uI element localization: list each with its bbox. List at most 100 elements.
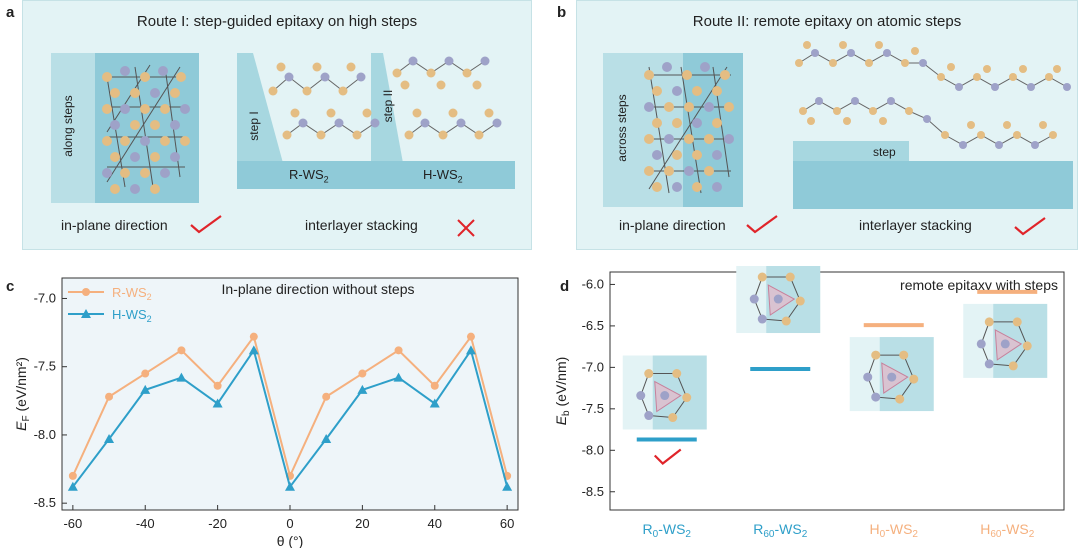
inset-atom	[1022, 341, 1032, 351]
x-tick-label: -20	[208, 516, 227, 531]
inset-atom	[757, 314, 767, 324]
inset-atom	[636, 391, 646, 401]
inset-atom	[984, 359, 994, 369]
inset-atom	[644, 411, 654, 421]
along-steps-lattice	[102, 64, 190, 194]
inset-atom	[781, 316, 791, 326]
check-icon	[746, 215, 778, 234]
y-tick-label: -8.0	[34, 427, 56, 442]
x-tick-label: -40	[136, 516, 155, 531]
data-point	[248, 345, 259, 355]
panel-a-title: Route I: step-guided epitaxy on high ste…	[136, 13, 418, 30]
r-ws2-label: R-WS2	[289, 167, 329, 185]
structure-inset	[849, 337, 934, 412]
in-plane-label-b: in-plane direction	[619, 217, 726, 233]
inset-atom	[749, 294, 759, 304]
legend-label: R-WS2	[112, 285, 152, 302]
inset-atom	[1012, 317, 1022, 327]
y-tick-label: -7.0	[34, 290, 56, 305]
inset-atom	[757, 272, 767, 282]
category-label: H0-WS2	[870, 521, 919, 540]
inset-atom	[668, 413, 678, 423]
inset-atom	[795, 296, 805, 306]
panel-c-letter: c	[6, 278, 15, 295]
inset-atom	[672, 369, 682, 379]
inset-atom	[773, 294, 783, 304]
data-point	[105, 392, 114, 401]
in-plane-label-a: in-plane direction	[61, 217, 168, 233]
legend-marker	[81, 309, 91, 318]
chart-title: In-plane direction without steps	[222, 281, 415, 297]
data-point	[394, 346, 403, 355]
y-tick-label: -7.5	[34, 359, 56, 374]
data-point	[212, 398, 223, 408]
inset-atom	[682, 393, 692, 403]
data-point	[141, 369, 150, 378]
data-point	[358, 369, 367, 378]
legend-marker	[82, 288, 90, 296]
across-steps-label: across steps	[615, 94, 629, 162]
step-i-label: step I	[247, 111, 261, 141]
data-point	[140, 384, 151, 394]
y-axis-label: EF (eV/nm²)	[13, 357, 32, 431]
data-point	[466, 332, 475, 341]
x-axis-label: θ (°)	[277, 533, 304, 548]
data-point	[104, 434, 115, 444]
inset-atom	[644, 369, 654, 379]
panel-d-letter: d	[560, 278, 570, 295]
data-point	[429, 398, 440, 408]
inset-atom	[1008, 361, 1018, 371]
across-steps-domain: across steps	[603, 53, 743, 207]
inset-atom	[660, 391, 670, 401]
x-tick-label: 60	[500, 516, 514, 531]
y-tick-label: -6.5	[582, 318, 604, 333]
data-point	[285, 481, 295, 491]
data-point	[393, 372, 404, 382]
data-point	[430, 381, 439, 390]
panel-a-letter: a	[6, 4, 15, 21]
step-ii-label: step II	[381, 89, 395, 123]
category-label: H60-WS2	[980, 521, 1034, 540]
atomic-step-sideview	[793, 41, 1073, 209]
inset-atom	[785, 272, 795, 282]
h-ws2-label: H-WS2	[423, 167, 463, 185]
data-point	[502, 481, 513, 491]
panel-b-box: Route II: remote epitaxy on atomic steps…	[576, 0, 1078, 250]
inset-atom	[909, 374, 919, 384]
data-point	[176, 372, 187, 382]
chart-title: remote epitaxy with steps	[900, 277, 1058, 293]
inset-atom	[976, 339, 986, 349]
along-steps-domain: along steps	[51, 53, 199, 203]
inset-atom	[895, 394, 905, 404]
structure-inset	[963, 303, 1048, 378]
x-tick-label: -60	[63, 516, 82, 531]
atoms-group	[102, 66, 190, 194]
data-point	[357, 384, 368, 394]
data-point	[213, 381, 222, 390]
panel-a-box: Route I: step-guided epitaxy on high ste…	[22, 0, 532, 250]
inset-atom	[871, 392, 881, 402]
y-tick-label: -6.0	[582, 276, 604, 291]
inset-atom	[863, 372, 873, 382]
check-icon	[653, 448, 682, 465]
step-label: step	[873, 145, 896, 159]
category-label: R0-WS2	[643, 521, 692, 540]
cross-icon	[457, 219, 475, 237]
y-tick-label: -8.5	[34, 495, 56, 510]
inset-atom	[887, 372, 897, 382]
data-point	[321, 434, 332, 444]
y-tick-label: -7.5	[582, 401, 604, 416]
panel-b-title: Route II: remote epitaxy on atomic steps	[692, 13, 962, 30]
category-label: R60-WS2	[753, 521, 807, 540]
structure-inset	[622, 355, 707, 430]
data-point	[322, 392, 331, 401]
interlayer-label-b: interlayer stacking	[859, 217, 972, 233]
data-point	[68, 471, 77, 480]
y-axis-label: Eb (eV/nm)	[553, 357, 572, 426]
y-tick-label: -8.5	[582, 484, 604, 499]
structure-inset	[736, 266, 821, 334]
inset-atom	[899, 350, 909, 360]
check-icon	[190, 215, 222, 234]
check-icon	[1014, 217, 1046, 236]
